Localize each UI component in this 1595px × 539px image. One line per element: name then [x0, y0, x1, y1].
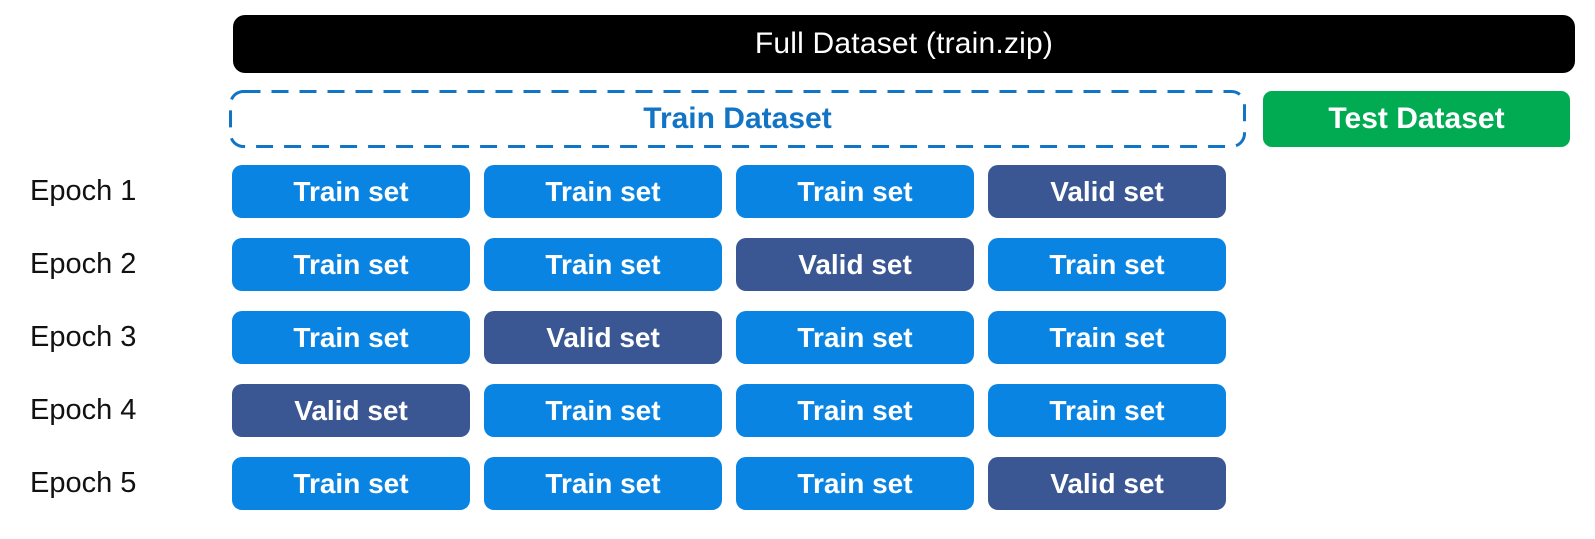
- train-dataset-box: Train Dataset: [229, 90, 1246, 148]
- full-dataset-bar: Full Dataset (train.zip): [233, 15, 1575, 73]
- epoch-label: Epoch 5: [30, 467, 137, 499]
- epoch-row: Epoch 1 Train set Train set Train set Valid …: [0, 165, 1595, 218]
- epoch-label: Epoch 3: [30, 321, 137, 353]
- train-set-cell: Train set: [988, 311, 1226, 364]
- epoch-row: Epoch 2 Train set Train set Valid set Train …: [0, 238, 1595, 291]
- test-dataset-label: Test Dataset: [1328, 102, 1505, 135]
- epoch-row: Epoch 4 Valid set Train set Train set Train …: [0, 384, 1595, 437]
- train-set-cell: Train set: [232, 165, 470, 218]
- train-set-cell: Train set: [484, 384, 722, 437]
- train-set-cell: Train set: [736, 311, 974, 364]
- epoch-row: Epoch 3 Train set Valid set Train set Train …: [0, 311, 1595, 364]
- test-dataset-box: Test Dataset: [1263, 91, 1570, 147]
- valid-set-cell: Valid set: [988, 165, 1226, 218]
- valid-set-cell: Valid set: [988, 457, 1226, 510]
- train-set-cell: Train set: [232, 457, 470, 510]
- epoch-label: Epoch 4: [30, 394, 137, 426]
- train-set-cell: Train set: [736, 384, 974, 437]
- epoch-label: Epoch 1: [30, 175, 137, 207]
- train-set-cell: Train set: [988, 384, 1226, 437]
- train-set-cell: Train set: [484, 165, 722, 218]
- train-set-cell: Train set: [232, 311, 470, 364]
- full-dataset-label: Full Dataset (train.zip): [754, 27, 1054, 60]
- epoch-row: Epoch 5 Train set Train set Train set Valid …: [0, 457, 1595, 510]
- valid-set-cell: Valid set: [232, 384, 470, 437]
- valid-set-cell: Valid set: [484, 311, 722, 364]
- train-set-cell: Train set: [988, 238, 1226, 291]
- train-set-cell: Train set: [736, 165, 974, 218]
- train-set-cell: Train set: [484, 238, 722, 291]
- train-set-cell: Train set: [232, 238, 470, 291]
- dashed-border: [229, 90, 1246, 148]
- train-set-cell: Train set: [484, 457, 722, 510]
- valid-set-cell: Valid set: [736, 238, 974, 291]
- train-dataset-label: Train Dataset: [643, 102, 832, 135]
- train-set-cell: Train set: [736, 457, 974, 510]
- epoch-label: Epoch 2: [30, 248, 137, 280]
